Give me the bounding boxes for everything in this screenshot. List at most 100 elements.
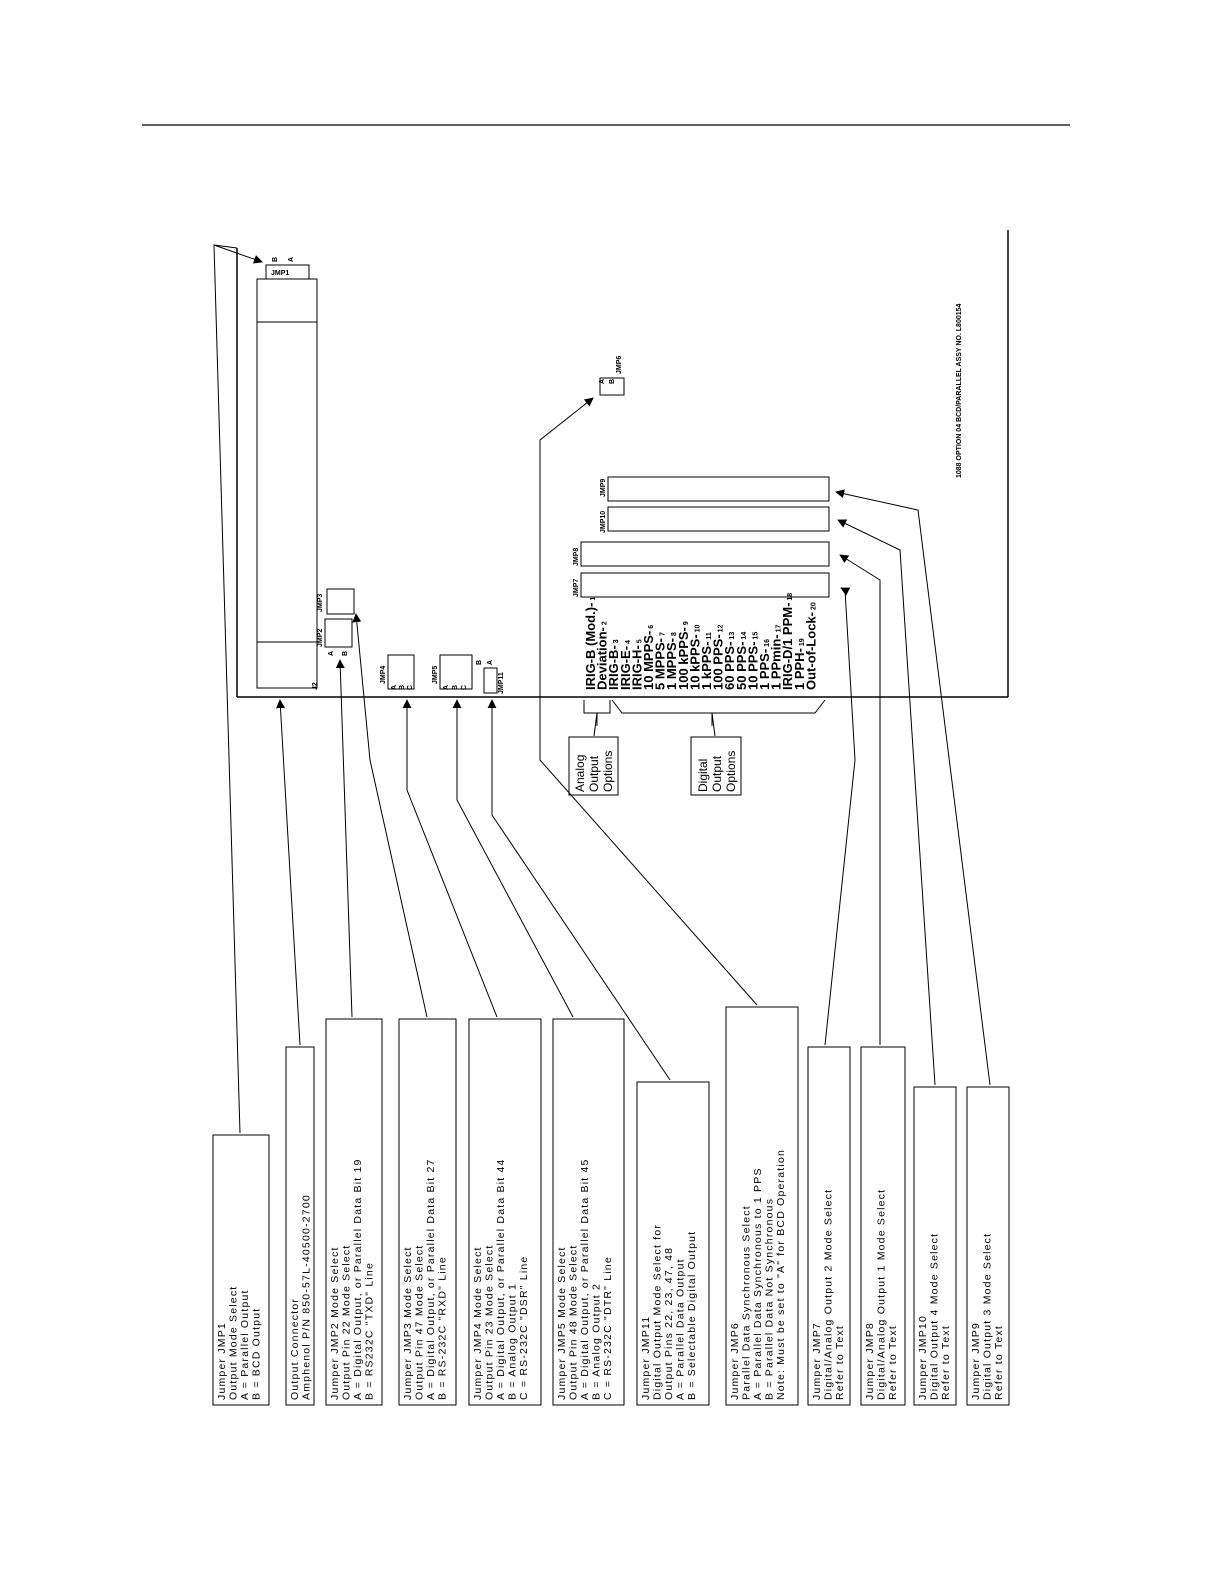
callout-text: Digital Output 4 Mode Select: [929, 1233, 941, 1400]
callout-text: A = Digital Output, or Parallel Data Bit…: [495, 1158, 507, 1400]
callout-text: Amphenol P/N 850-57L-40500-2700: [301, 1194, 313, 1400]
jmp6-label: JMP6: [616, 356, 623, 374]
leader-connector: [275, 699, 301, 1046]
callout-text: Jumper JMP4 Mode Select: [472, 1246, 484, 1400]
connector-body: [256, 278, 318, 689]
signal-label: 100 kPPS-: [676, 627, 691, 690]
signal-pin-number: 12: [718, 624, 725, 632]
callout-text: Jumper JMP11: [640, 1316, 652, 1400]
leader-lines: [213, 244, 991, 1134]
callout-text: B = Parallel Data Not Synchronous: [764, 1198, 776, 1400]
callout-text: Jumper JMP5 Mode Select: [556, 1246, 568, 1400]
callout-text: Digital/Analog Output 1 Mode Select: [876, 1189, 888, 1400]
leader-jmp2: [335, 659, 353, 1018]
jumper-jmp1: JMP1 B A: [265, 257, 310, 280]
callout-box: [913, 1086, 957, 1406]
jmp3-block: [326, 588, 355, 615]
callout-box: [285, 1046, 315, 1406]
jmp7-label: JMP7: [573, 579, 580, 597]
callout-text: Output Connector: [289, 1298, 301, 1400]
signal-label: 1 MPPS-: [664, 638, 679, 690]
signal-label: 1 PPS-: [757, 649, 772, 690]
signal-pin-number: 17: [776, 624, 783, 632]
signal-pin-number: 5: [636, 639, 643, 643]
callout-text: Refer to Text: [940, 1325, 952, 1400]
leader-jmp6: [539, 397, 758, 1006]
callout-text: B = RS-232C "RXD" Line: [437, 1256, 449, 1400]
leader-jmp4: [402, 699, 498, 1018]
callout-text: B = RS232C "TXD" Line: [364, 1262, 376, 1400]
jmp8-label: JMP8: [573, 548, 580, 566]
jmp9-label: JMP9: [600, 479, 607, 497]
callout-text: C = RS-232C "DSR" Line: [518, 1256, 530, 1400]
callout-text: B = Analog Output 2: [591, 1283, 603, 1400]
signal-pin-number: 2: [602, 621, 609, 625]
callout-box: [725, 1006, 799, 1406]
callout-text: Jumper JMP6: [729, 1322, 741, 1400]
jmp5-pin-a: A: [443, 685, 450, 690]
signal-pin-number: 15: [752, 632, 759, 640]
analog-brace-stem: [593, 712, 598, 737]
analog-options-line-3: Options: [601, 751, 615, 792]
callout-text: Jumper JMP1: [216, 1322, 228, 1400]
callout-box: [966, 1086, 1010, 1406]
signal-pin-number: 3: [613, 639, 620, 643]
jmp2-pin-b: B: [342, 651, 349, 656]
signal-pin-number: 9: [683, 621, 690, 625]
jmp1-pin-b: B: [272, 257, 279, 262]
signal-label: 60 PPS-: [722, 642, 737, 690]
callout-text: A = Parallel Data Output: [675, 1258, 687, 1400]
callout-text: A = Parallel Data Synchronous to 1 PPS: [752, 1167, 764, 1400]
signal-list: IRIG-B (Mod.)-1Deviation-2IRIG-B-3IRIG-E…: [583, 593, 818, 690]
jmp11-label: JMP11: [498, 672, 505, 694]
signal-pin-number: 16: [764, 639, 771, 647]
callout-text: Note: Must be set to "A" for BCD Operati…: [775, 1149, 787, 1400]
leader-jmp1: [213, 244, 263, 1134]
signal-label: 1 PPH-: [792, 648, 807, 690]
output-connector-j2: J2: [256, 278, 319, 690]
callout-text: Refer to Text: [993, 1325, 1005, 1400]
digital-options-line-1: Digital: [696, 759, 710, 792]
signal-label: IRIG-H-: [629, 645, 644, 690]
jumper-jmp2: JMP2 A B: [317, 618, 353, 656]
signal-label: 1 kPPS-: [699, 642, 714, 690]
callout-text: Output Pin 47 Mode Select: [414, 1245, 426, 1401]
signal-label: Out-of-Lock-: [803, 612, 818, 690]
callout-text: A = Digital Output, or Parallel Data Bit…: [579, 1158, 591, 1400]
callout-text: B = BCD Output: [251, 1308, 263, 1400]
option-braces: Analog Output Options Digital Output Opt…: [568, 699, 826, 796]
callout-text: B = Selectable Digital Output: [686, 1231, 698, 1400]
callout-text: Parallel Data Synchronous Select: [741, 1205, 753, 1400]
digital-options-line-2: Output: [710, 755, 724, 792]
callout-text: A = Parallel Output: [239, 1289, 251, 1400]
callout-text: A = Digital Output, or Parallel Data Bit…: [352, 1158, 364, 1400]
analog-brace: [583, 700, 611, 726]
jmp7-strip: [580, 572, 830, 598]
signal-label: IRIG-E-: [618, 646, 633, 690]
jmp10-strip: [607, 506, 830, 532]
callout-text: Digital Output 3 Mode Select: [982, 1233, 994, 1400]
jmp1-label: JMP1: [271, 270, 289, 277]
jmp11-pin-a: A: [487, 660, 494, 665]
jmp4-block: [387, 654, 415, 690]
jmp6-pin-a: A: [599, 379, 606, 384]
signal-pin-number: 10: [694, 624, 701, 632]
callout-text: Refer to Text: [834, 1325, 846, 1400]
jmp2-label: JMP2: [317, 629, 324, 647]
digital-brace: [611, 699, 826, 726]
callout-box: [468, 1018, 542, 1406]
callout-text: Digital/Analog Output 2 Mode Select: [823, 1189, 835, 1400]
jmp11-pin-b: B: [476, 660, 483, 665]
signal-pin-number: 6: [648, 625, 655, 629]
callout-box: [807, 1046, 851, 1406]
callout-box: [636, 1081, 710, 1406]
callout-text: A = Digital Output, or Parallel Data Bit…: [425, 1158, 437, 1400]
signal-label: IRIG-B-: [606, 645, 621, 690]
signal-label: 1 PPmin-: [769, 634, 784, 690]
callout-text: C = RS-232C "DTR" Line: [602, 1256, 614, 1400]
signal-pin-number: 18: [787, 593, 794, 601]
leader-jmp10: [837, 519, 936, 1086]
digital-brace-stem: [711, 712, 716, 737]
